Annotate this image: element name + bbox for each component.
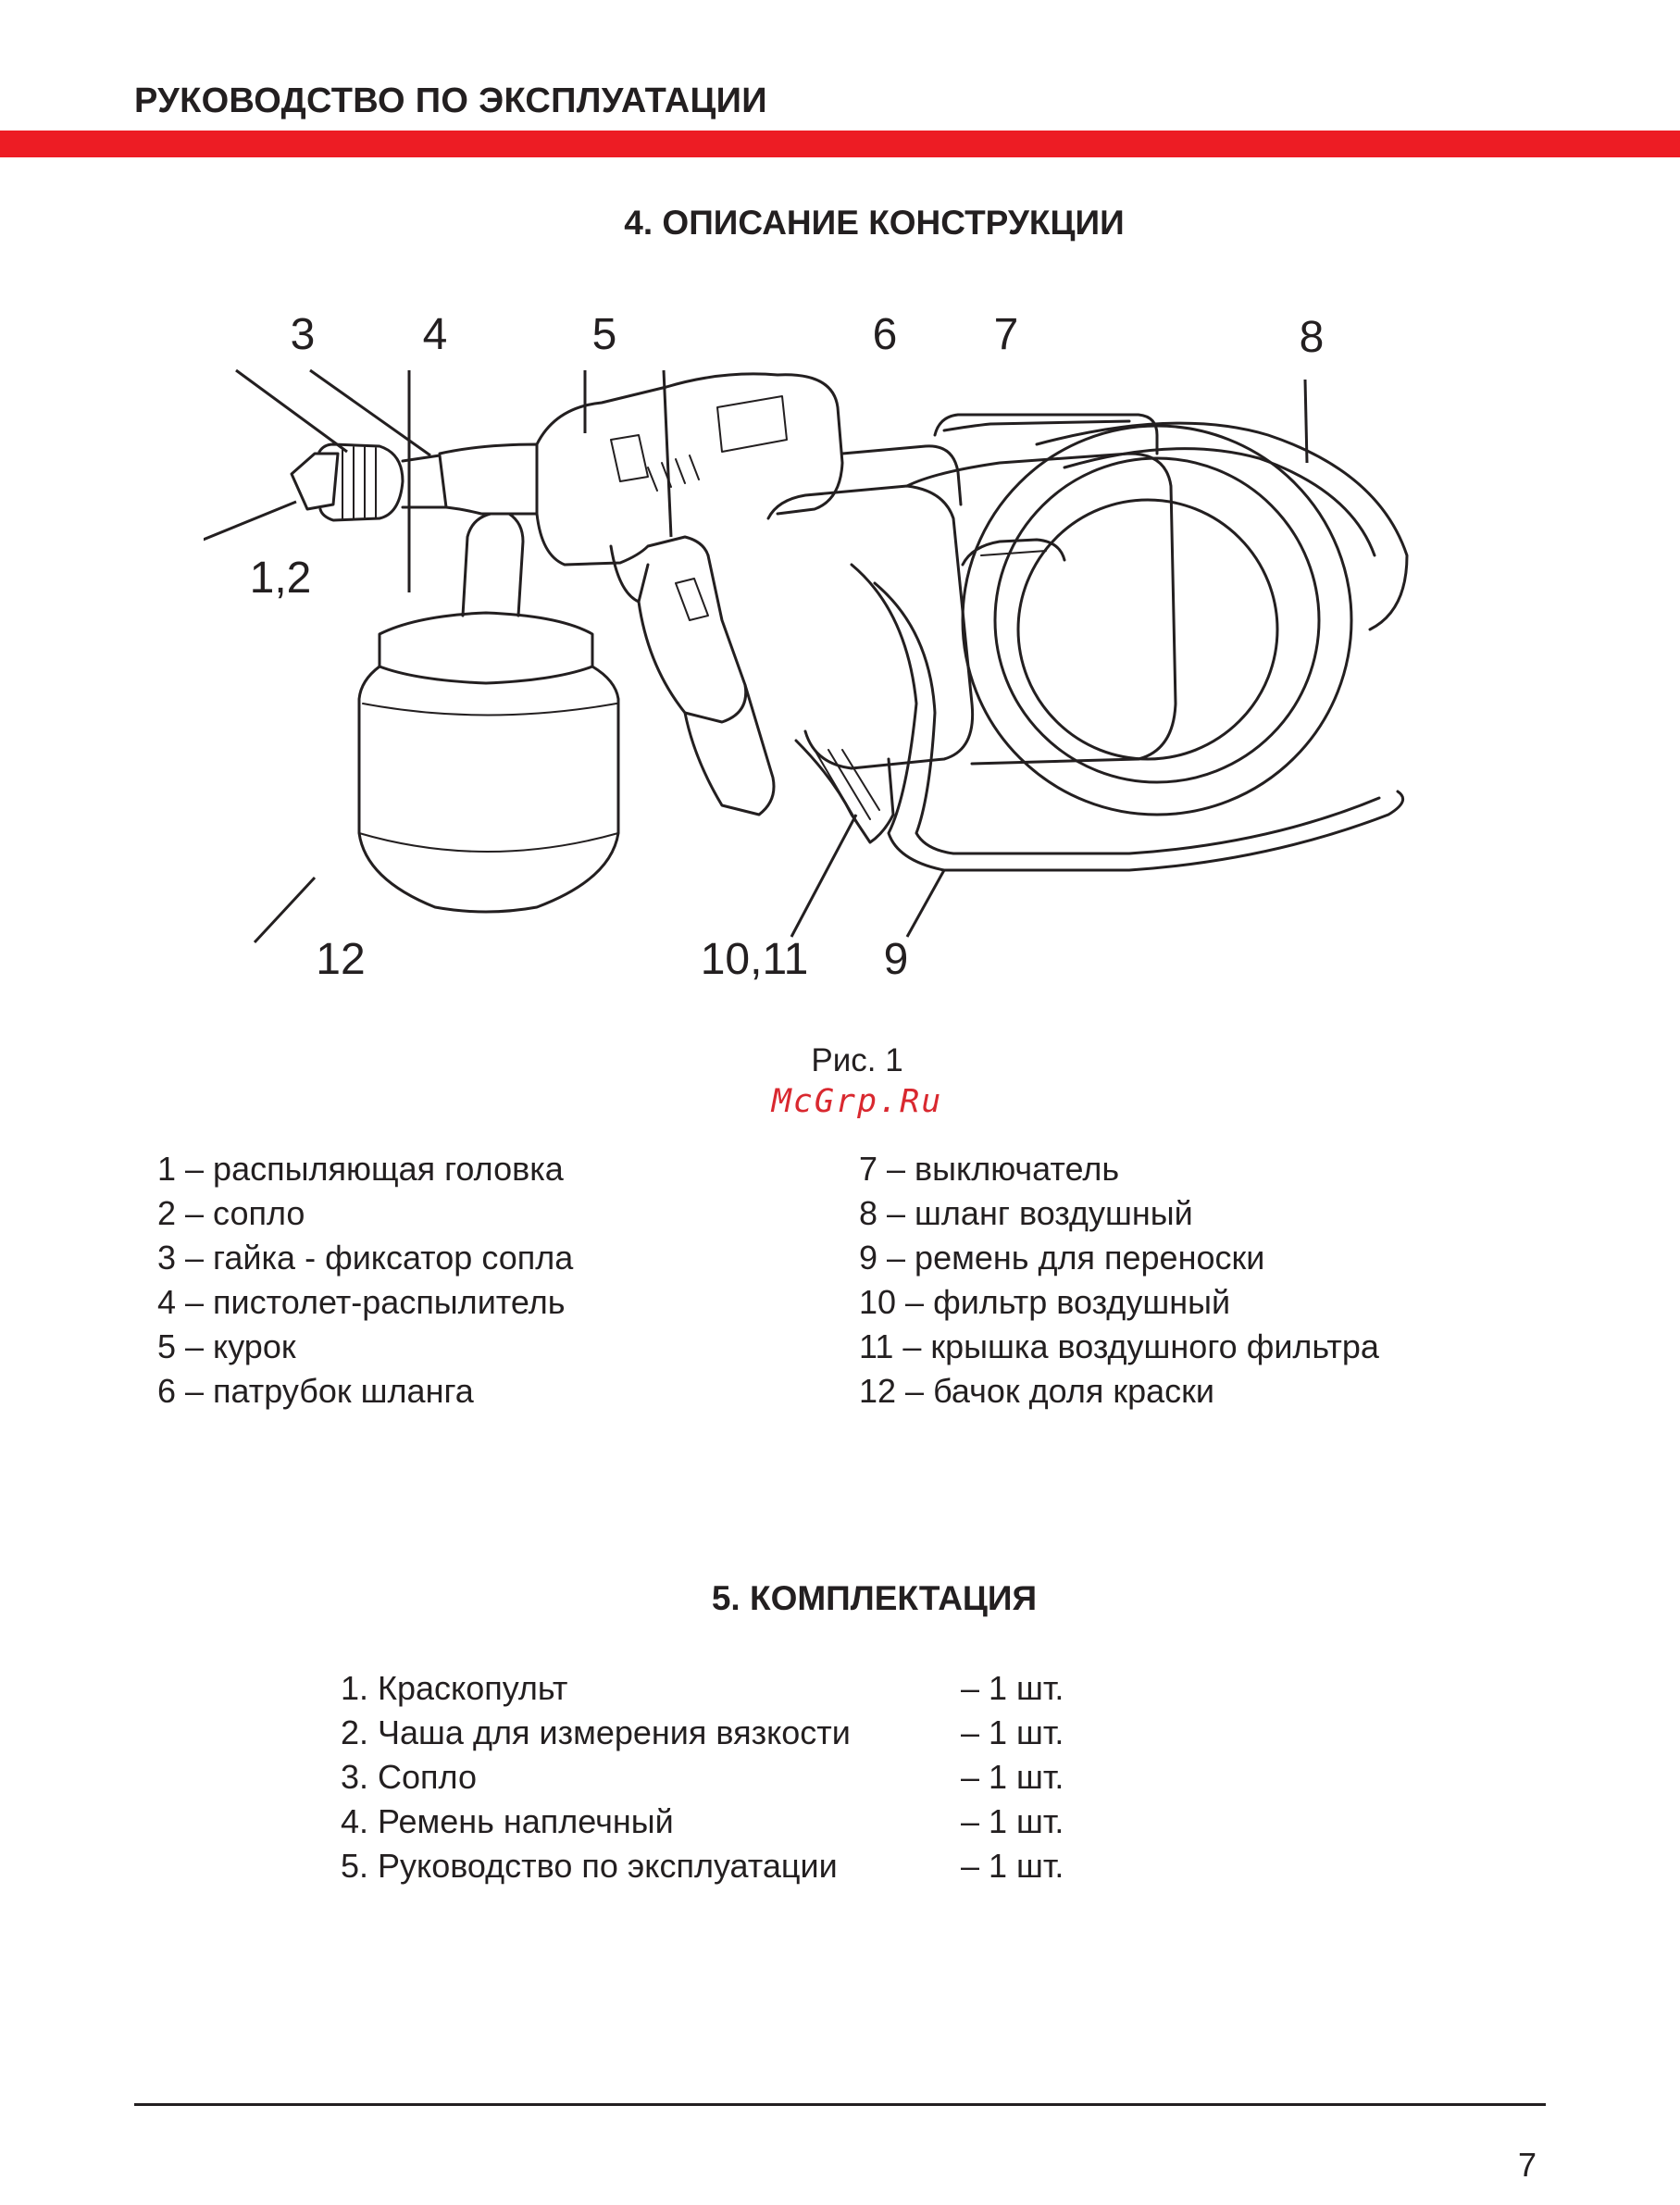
hose-drawing [961,421,1409,816]
legend-item: 8 – шланг воздушный [859,1194,1193,1232]
callout-label: 9 [884,935,909,984]
gun-body-drawing [535,372,844,816]
kit-row: 1. Краскопульт – 1 шт. [341,1666,1100,1711]
kit-item-name: 1. Краскопульт [341,1669,568,1707]
legend-item: 6 – патрубок шланга [157,1372,474,1410]
kit-list: 1. Краскопульт – 1 шт. 2. Чаша для измер… [341,1666,1100,1888]
legend-item: 9 – ремень для переноски [859,1239,1265,1277]
header-title: РУКОВОДСТВО ПО ЭКСПЛУАТАЦИИ [134,81,767,120]
spray-gun-figure: 3 4 5 6 7 8 1,2 12 10,11 9 [175,310,1462,1018]
kit-item-qty: – 1 шт. [961,1802,1064,1840]
legend-item: 1 – распыляющая головка [157,1150,564,1188]
footer-rule [134,2103,1546,2106]
kit-item-name: 4. Ремень наплечный [341,1802,674,1840]
kit-item-name: 5. Руководство по эксплуатации [341,1847,838,1885]
motor-housing-drawing [766,413,1177,844]
kit-item-name: 2. Чаша для измерения вязкости [341,1713,851,1751]
kit-item-qty: – 1 шт. [961,1847,1064,1885]
page-number: 7 [1518,2146,1537,2184]
kit-row: 4. Ремень наплечный – 1 шт. [341,1800,1100,1844]
watermark-text: McGrp.Ru [771,1083,943,1120]
spray-gun-drawing: 3 4 5 6 7 8 1,2 12 10,11 9 [175,310,1409,984]
callout-label: 1,2 [250,554,312,603]
section-heading-kit: 5. КОМПЛЕКТАЦИЯ [711,1579,1038,1617]
legend-right-column: 7 – выключатель 8 – шланг воздушный 9 – … [859,1147,1379,1414]
kit-row: 5. Руководство по эксплуатации – 1 шт. [341,1844,1100,1888]
paint-cup-drawing [357,512,620,914]
kit-item-qty: – 1 шт. [961,1669,1064,1707]
strap-drawing [850,563,1405,872]
figure-callouts: 3 4 5 6 7 8 1,2 12 10,11 9 [250,310,1325,984]
callout-label: 4 [423,315,448,359]
figure-caption: Рис. 1 [811,1042,903,1078]
callout-label: 3 [291,315,316,359]
legend-item: 7 – выключатель [859,1150,1120,1188]
leader-lines [175,368,1309,944]
callout-label: 10,11 [701,935,809,984]
callout-label: 12 [316,935,365,984]
legend-item: 3 – гайка - фиксатор сопла [157,1239,574,1277]
kit-row: 3. Сопло – 1 шт. [341,1755,1100,1800]
legend-left-column: 1 – распыляющая головка 2 – сопло 3 – га… [157,1147,573,1414]
callout-label: 8 [1300,315,1325,362]
kit-row: 2. Чаша для измерения вязкости – 1 шт. [341,1711,1100,1755]
legend-item: 12 – бачок доля краски [859,1372,1215,1410]
header-red-bar [0,131,1680,157]
kit-item-qty: – 1 шт. [961,1758,1064,1796]
kit-item-name: 3. Сопло [341,1758,477,1796]
legend-item: 11 – крышка воздушного фильтра [859,1327,1379,1365]
callout-label: 6 [873,315,898,359]
legend-item: 5 – курок [157,1327,296,1365]
kit-item-qty: – 1 шт. [961,1713,1064,1751]
callout-label: 5 [592,315,617,359]
section-heading-description: 4. ОПИСАНИЕ КОНСТРУКЦИИ [624,204,1125,242]
legend-item: 4 – пистолет-распылитель [157,1283,566,1321]
callout-label: 7 [994,315,1019,359]
legend-item: 10 – фильтр воздушный [859,1283,1231,1321]
legend-item: 2 – сопло [157,1194,305,1232]
nozzle-head-drawing [290,442,539,522]
